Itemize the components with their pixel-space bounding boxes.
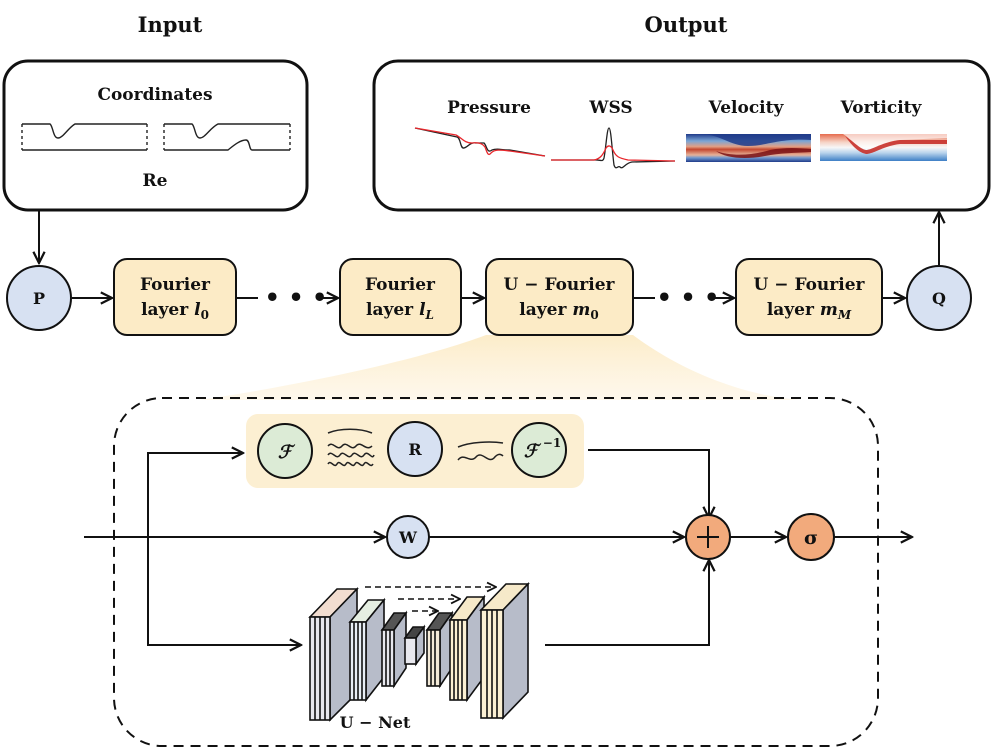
sigma-node: σ [787, 513, 835, 561]
inverse-fourier-node: ℱ −1 [511, 422, 567, 478]
input-title: Input [138, 12, 203, 37]
geometry-sketch-2 [163, 123, 291, 151]
geometry-sketch-1 [21, 123, 148, 151]
velocity-label: Velocity [708, 98, 785, 118]
re-label: Re [143, 171, 168, 191]
svg-text:R: R [408, 440, 422, 459]
ellipsis-2: • • • [657, 283, 720, 312]
svg-text:layer mM: layer mM [767, 300, 852, 322]
pressure-plot [414, 127, 546, 157]
velocity-field [686, 134, 811, 162]
ellipsis-1: • • • [265, 283, 328, 312]
svg-text:layer m0: layer m0 [519, 300, 598, 322]
svg-text:ℱ: ℱ [524, 441, 542, 462]
filtered-modes-icon [457, 441, 504, 461]
q-node: Q [906, 265, 972, 331]
fourier-transform-node: ℱ [257, 423, 313, 479]
svg-text:P: P [33, 289, 45, 308]
output-box [372, 59, 991, 212]
svg-text:layer lL: layer lL [366, 300, 434, 322]
fourier-layer-lL: Fourier layer lL [339, 258, 462, 336]
unet-label: U − Net [340, 713, 411, 732]
unet-icon [308, 584, 530, 722]
fourier-to-sum-arrow [588, 449, 709, 518]
wss-label: WSS [588, 98, 632, 118]
svg-text:−1: −1 [543, 436, 561, 450]
output-title: Output [645, 12, 728, 37]
svg-text:σ: σ [804, 527, 818, 549]
wss-plot [551, 127, 676, 169]
u-fourier-layer-mM: U − Fourier layer mM [735, 258, 883, 336]
svg-text:W: W [398, 528, 418, 547]
svg-text:layer l0: layer l0 [141, 300, 209, 322]
u-fourier-detail-frame [113, 397, 879, 747]
svg-text:ℱ: ℱ [278, 442, 296, 463]
input-box [2, 59, 309, 212]
svg-text:Fourier: Fourier [365, 275, 436, 295]
u-fourier-layer-m0: U − Fourier layer m0 [485, 258, 634, 336]
svg-text:Q: Q [932, 289, 946, 308]
svg-text:U − Fourier: U − Fourier [754, 275, 866, 295]
sum-node [685, 514, 731, 560]
svg-text:Fourier: Fourier [140, 275, 211, 295]
fourier-layer-l0: Fourier layer l0 [113, 258, 237, 336]
branch-to-fourier [147, 453, 243, 537]
p-node: P [6, 265, 72, 331]
coordinates-label: Coordinates [97, 85, 212, 105]
pressure-label: Pressure [447, 98, 531, 118]
unet-to-sum-arrow [545, 560, 709, 646]
w-node: W [386, 515, 430, 559]
branch-to-unet [147, 537, 301, 645]
vorticity-field [820, 134, 947, 161]
r-node: R [387, 421, 443, 477]
zoom-highlight [200, 335, 800, 400]
vorticity-label: Vorticity [840, 98, 923, 118]
svg-text:U − Fourier: U − Fourier [504, 275, 616, 295]
fourier-modes-icon [327, 428, 375, 467]
